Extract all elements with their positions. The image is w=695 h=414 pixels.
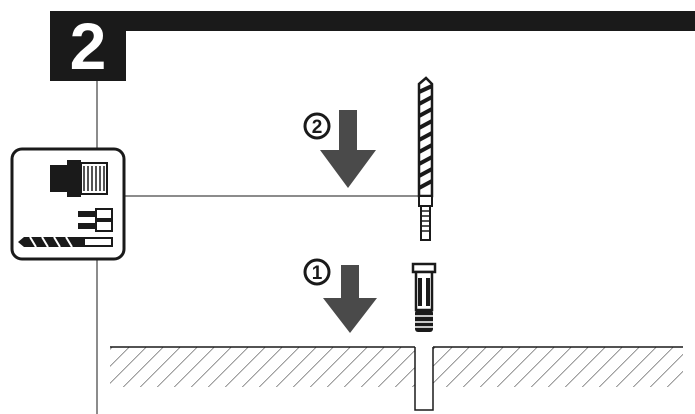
step-number-badge: 2 bbox=[50, 11, 126, 81]
hatched-wall-surface bbox=[110, 346, 683, 411]
drill-chuck-icon bbox=[50, 160, 108, 197]
callout-2: 2 bbox=[303, 112, 331, 140]
down-arrow-icon bbox=[323, 265, 377, 333]
callout-1: 1 bbox=[303, 258, 331, 286]
down-arrow-icon bbox=[320, 110, 376, 188]
header-bar bbox=[50, 11, 695, 31]
callout-2-label: 2 bbox=[312, 117, 323, 138]
tool-panel bbox=[10, 147, 126, 261]
callout-1-label: 1 bbox=[312, 263, 323, 284]
drill-bit-icon bbox=[18, 236, 113, 248]
plastic-plug-icon bbox=[411, 262, 437, 332]
screw-anchor-icon bbox=[417, 76, 434, 241]
bit-set-icon bbox=[78, 208, 113, 232]
